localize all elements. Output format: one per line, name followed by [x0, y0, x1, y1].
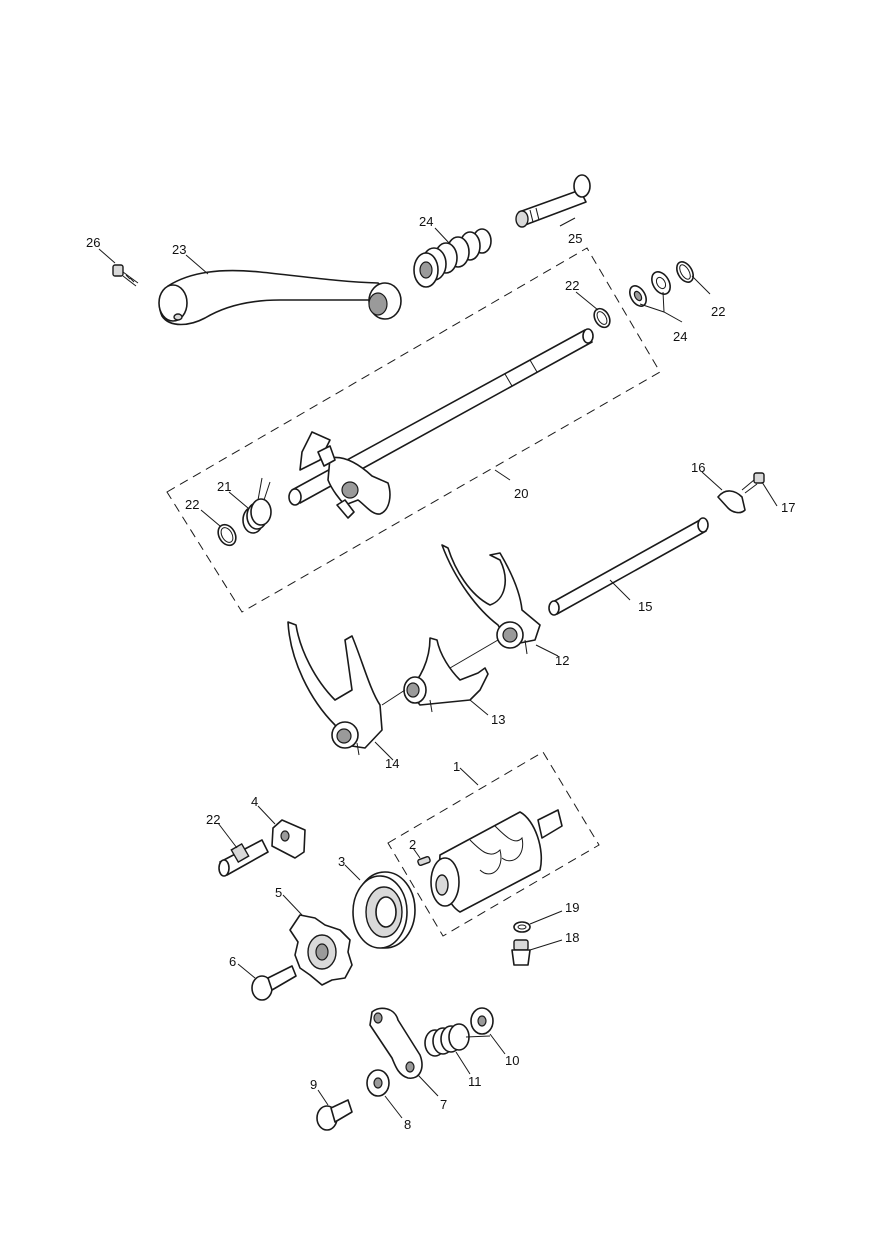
- callout-14: 14: [385, 756, 399, 771]
- callout-12: 12: [555, 653, 569, 668]
- callout-27: 25: [568, 231, 582, 246]
- fork-alignment-line: [449, 639, 499, 669]
- callout-17: 17: [781, 500, 795, 515]
- callout-18: 18: [565, 930, 579, 945]
- selector-shaft-group-outline: [166, 247, 661, 613]
- callout-24: 24: [673, 329, 687, 344]
- washer-19: [513, 921, 531, 933]
- screw-6: [251, 965, 297, 1001]
- screw-17: [741, 472, 765, 494]
- selector-fork-14: [287, 621, 383, 756]
- callout-16: 16: [691, 460, 705, 475]
- callout-8: 8: [404, 1117, 411, 1132]
- callout-6: 6: [229, 954, 236, 969]
- detent-wheel-5: [289, 914, 353, 986]
- selector-fork-13: [403, 637, 489, 713]
- pivot-bolt-27: [515, 174, 591, 228]
- bearing-3: [352, 871, 416, 949]
- callout-11: 11: [468, 1074, 482, 1089]
- callout-10: 10: [505, 1053, 519, 1068]
- spring-11: [424, 1023, 491, 1057]
- callout-15: 15: [638, 599, 652, 614]
- callout-7: 7: [440, 1097, 447, 1112]
- callout-9: 9: [310, 1077, 317, 1092]
- return-spring-21: [242, 477, 272, 534]
- pin-2: [417, 855, 431, 867]
- bolt-9: [316, 1099, 353, 1131]
- callout-23: 22: [206, 812, 220, 827]
- callout-28: 26: [86, 235, 100, 250]
- callout-26: 24: [419, 214, 433, 229]
- callout-22-upper: 22: [565, 278, 579, 293]
- selector-drum-group-outline: [387, 751, 600, 937]
- plate-4: [271, 819, 306, 859]
- stud-23: [218, 839, 269, 877]
- selector-shaft-20: [288, 328, 594, 519]
- selector-fork-12: [441, 544, 541, 655]
- fork-alignment-line: [381, 689, 406, 706]
- callout-3: 3: [338, 854, 345, 869]
- callout-5: 5: [275, 885, 282, 900]
- neutral-switch-18: [511, 939, 531, 966]
- leader-lines: [98, 217, 778, 1119]
- callout-25: 23: [172, 242, 186, 257]
- callout-2: 2: [409, 837, 416, 852]
- washer-10: [470, 1007, 494, 1035]
- washer-8: [366, 1069, 390, 1097]
- footrest-rubber-26: [413, 228, 492, 288]
- selector-drum-1: [430, 809, 563, 913]
- callout-19: 19: [565, 900, 579, 915]
- callout-4: 4: [251, 794, 258, 809]
- callout-20: 20: [514, 486, 528, 501]
- screw-28: [112, 264, 139, 287]
- detent-arm-7: [369, 1007, 423, 1079]
- circlip-22-upper: [593, 307, 611, 329]
- circlip-22-right: [676, 261, 694, 283]
- washers-24: [629, 271, 671, 307]
- retaining-plate-16: [717, 490, 746, 514]
- fork-shaft-15: [548, 517, 709, 616]
- callout-22-right: 22: [711, 304, 725, 319]
- callout-22-left: 22: [185, 497, 199, 512]
- callout-21: 21: [217, 479, 231, 494]
- circlip-22-left: [217, 523, 237, 547]
- callout-1: 1: [453, 759, 460, 774]
- gear-lever-25: [158, 269, 402, 326]
- callout-13: 13: [491, 712, 505, 727]
